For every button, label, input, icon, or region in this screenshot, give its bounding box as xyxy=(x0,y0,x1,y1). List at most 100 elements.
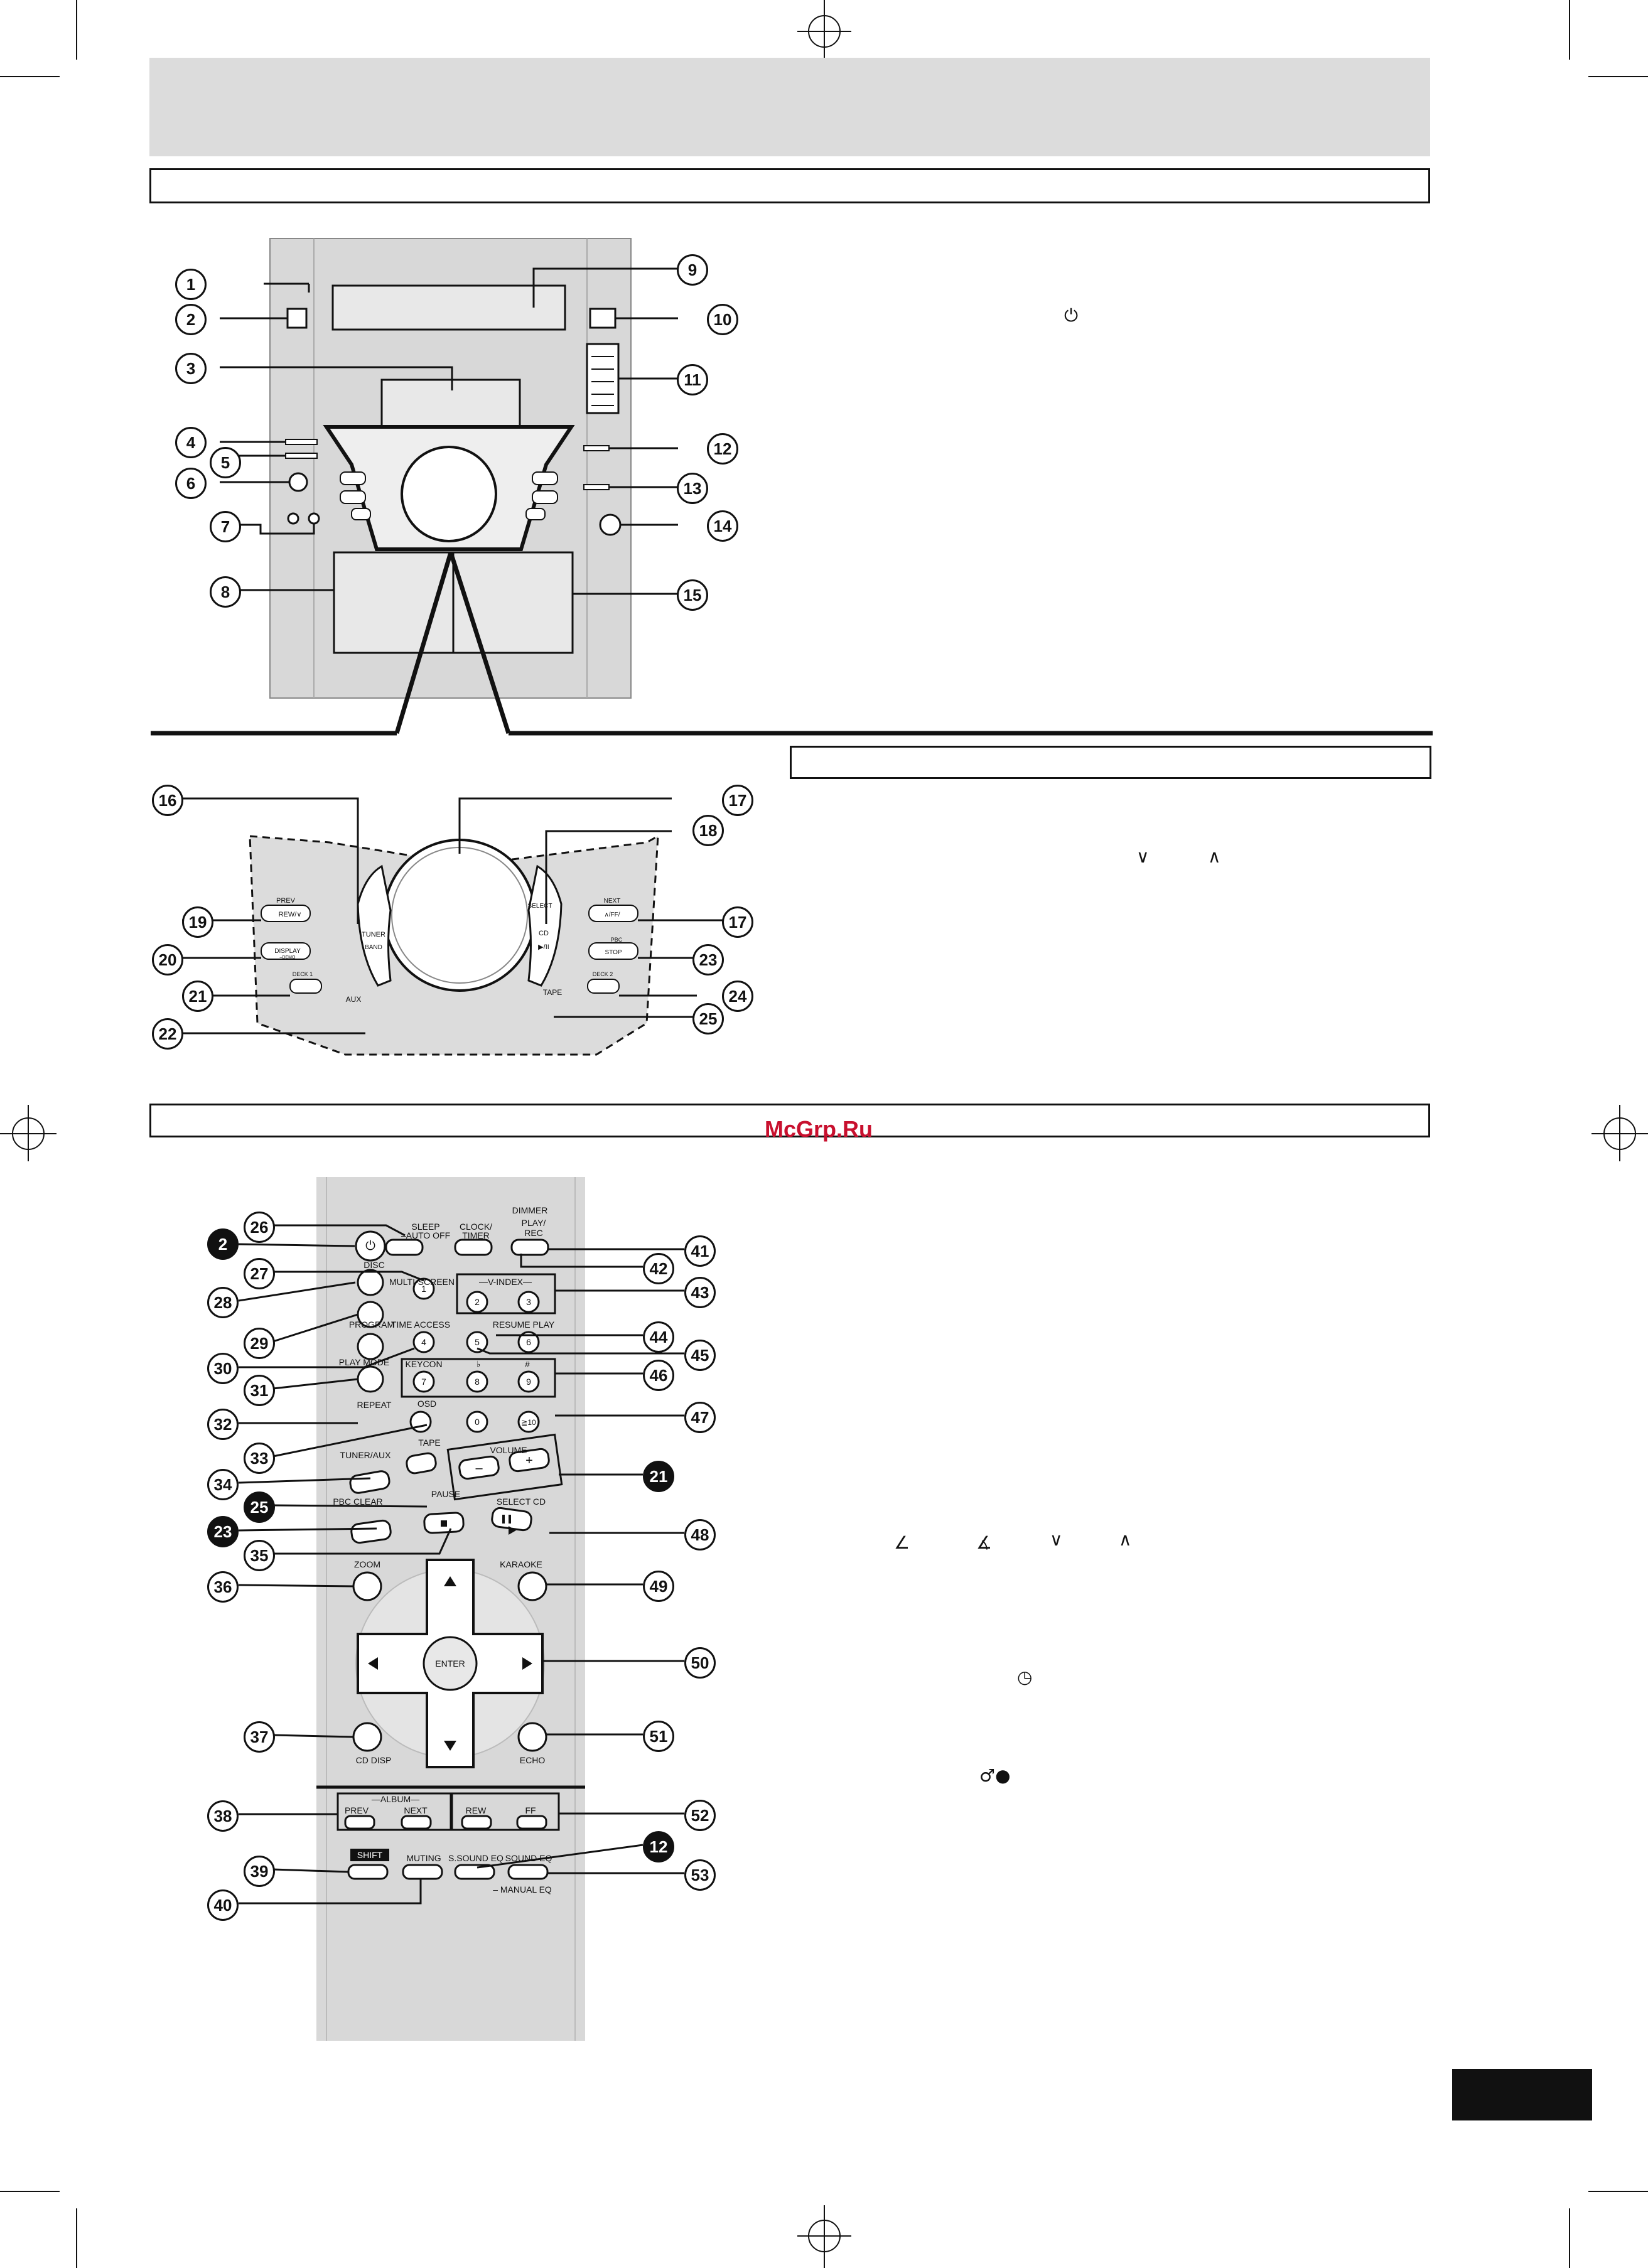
callout-25: 25 xyxy=(692,1003,724,1035)
callout-20: 22 xyxy=(152,1018,183,1050)
power-button-icon[interactable]: ⏻ xyxy=(365,1239,375,1253)
zoom-divider xyxy=(151,551,1433,736)
left-arrow-icon: ∠ xyxy=(894,1532,910,1553)
digit-9[interactable]: 9 xyxy=(526,1377,531,1387)
shift-label: SHIFT xyxy=(357,1850,383,1860)
callout-45: 45 xyxy=(684,1340,716,1371)
rec-label: REC xyxy=(524,1228,543,1238)
aux-label: AUX xyxy=(346,995,362,1004)
callout-28: 28 xyxy=(207,1287,239,1318)
play-pause-label: ▶/II xyxy=(538,943,549,951)
callout-41: 41 xyxy=(684,1235,716,1267)
volume-minus[interactable]: – xyxy=(475,1461,483,1475)
section-bar-remote xyxy=(149,1104,1430,1137)
deck2-label: DECK 2 xyxy=(593,971,613,977)
sleep-label: SLEEP xyxy=(411,1222,439,1232)
down-arrow-icon-2: ∨ xyxy=(1050,1529,1063,1550)
tape-label: TAPE xyxy=(543,988,562,997)
tuner-aux-label: TUNER/AUX xyxy=(340,1450,392,1460)
rew-label: REW/∨ xyxy=(279,911,302,918)
play-label: PLAY/ xyxy=(522,1218,546,1228)
callout-11: 11 xyxy=(677,364,708,395)
power-icon: ⏻ xyxy=(1064,305,1079,326)
digit-3[interactable]: 3 xyxy=(526,1297,531,1307)
callout-39: 39 xyxy=(244,1856,275,1887)
callout-27: 27 xyxy=(244,1258,275,1289)
callout-18: 20 xyxy=(152,944,183,975)
pbc-clear-label: PBC CLEAR xyxy=(333,1497,382,1507)
callout-35: 35 xyxy=(244,1540,275,1571)
disc-label: DISC xyxy=(364,1260,384,1270)
digit-0[interactable]: 0 xyxy=(475,1417,480,1427)
display-label: DISPLAY xyxy=(274,948,301,955)
digit-4[interactable]: 4 xyxy=(421,1337,426,1347)
watermark: McGrp.Ru xyxy=(765,1116,873,1142)
digit-6[interactable]: 6 xyxy=(526,1337,531,1347)
callout-26: 26 xyxy=(244,1212,275,1243)
callout-12: 12 xyxy=(707,433,738,465)
callout-14: 14 xyxy=(707,510,738,542)
volume-plus[interactable]: + xyxy=(525,1454,533,1468)
up-arrow-icon-2: ∧ xyxy=(1119,1529,1132,1550)
callout-47: 47 xyxy=(684,1402,716,1433)
keycon-label: KEYCON xyxy=(405,1359,442,1369)
callout-50: 50 xyxy=(684,1647,716,1679)
callout-23: 23 xyxy=(692,944,724,975)
digit-8[interactable]: 8 xyxy=(475,1377,480,1387)
next-label-remote: NEXT xyxy=(404,1805,428,1815)
callout-33: 33 xyxy=(244,1443,275,1474)
callout-1: 1 xyxy=(175,269,207,300)
callout-4: 4 xyxy=(175,427,207,458)
callout-13: 13 xyxy=(677,473,708,504)
album-label: —ALBUM— xyxy=(372,1794,419,1804)
deck1-label: DECK 1 xyxy=(293,971,313,977)
prev-label-remote: PREV xyxy=(345,1805,369,1815)
callout-42: 42 xyxy=(643,1253,674,1284)
callout-9: 9 xyxy=(677,254,708,286)
prev-label: PREV xyxy=(276,897,296,905)
callout-10: 10 xyxy=(707,304,738,335)
callout-23-remote: 23 xyxy=(207,1516,239,1547)
digit-2[interactable]: 2 xyxy=(475,1297,480,1307)
callout-15: 15 xyxy=(677,579,708,611)
callout-52: 52 xyxy=(684,1800,716,1831)
program-label: PROGRAM xyxy=(349,1319,394,1330)
callout-49: 49 xyxy=(643,1571,674,1602)
front-panel-diagram: PREV REW/∨ TUNER BAND DISPLAY –DEMO DECK… xyxy=(170,797,735,1056)
s-sound-eq-label: S.SOUND EQ xyxy=(448,1853,504,1863)
callout-40: 40 xyxy=(207,1889,239,1921)
callout-29: 29 xyxy=(244,1328,275,1359)
time-access-label: TIME ACCESS xyxy=(391,1319,450,1330)
ff-label-remote: FF xyxy=(525,1805,536,1815)
resume-play-label: RESUME PLAY xyxy=(493,1319,555,1330)
band-label: BAND xyxy=(365,944,382,951)
tuner-label: TUNER xyxy=(362,931,385,938)
rew-label-remote: REW xyxy=(466,1805,487,1815)
callout-51: 51 xyxy=(643,1721,674,1752)
digit-1[interactable]: 1 xyxy=(421,1284,426,1294)
enter-label[interactable]: ENTER xyxy=(435,1658,465,1669)
down-arrow-icon: ∨ xyxy=(1136,846,1150,867)
up-arrow-icon: ∧ xyxy=(1208,846,1221,867)
cd-disp-label: CD DISP xyxy=(356,1755,392,1765)
callout-8: 8 xyxy=(210,576,241,608)
digit-10plus[interactable]: ≧10 xyxy=(521,1418,536,1427)
callout-24: 24 xyxy=(722,981,753,1012)
volume-label: VOLUME xyxy=(490,1445,527,1455)
zoom-label: ZOOM xyxy=(354,1559,380,1569)
main-unit-diagram xyxy=(220,238,678,699)
callout-21-remote: 21 xyxy=(643,1461,674,1492)
callout-43: 43 xyxy=(684,1277,716,1308)
manual-eq-label: – MANUAL EQ xyxy=(493,1884,552,1894)
digit-7[interactable]: 7 xyxy=(421,1377,426,1387)
callout-12-remote: 12 xyxy=(643,1831,674,1862)
callout-17-left: 19 xyxy=(182,906,213,938)
stop-label: STOP xyxy=(605,949,622,956)
callout-5: 5 xyxy=(210,447,241,478)
next-label: NEXT xyxy=(604,898,621,905)
digit-5[interactable]: 5 xyxy=(475,1337,480,1347)
tape-label-remote: TAPE xyxy=(418,1438,441,1448)
callout-48: 48 xyxy=(684,1519,716,1551)
callout-21: 17 xyxy=(722,785,753,816)
